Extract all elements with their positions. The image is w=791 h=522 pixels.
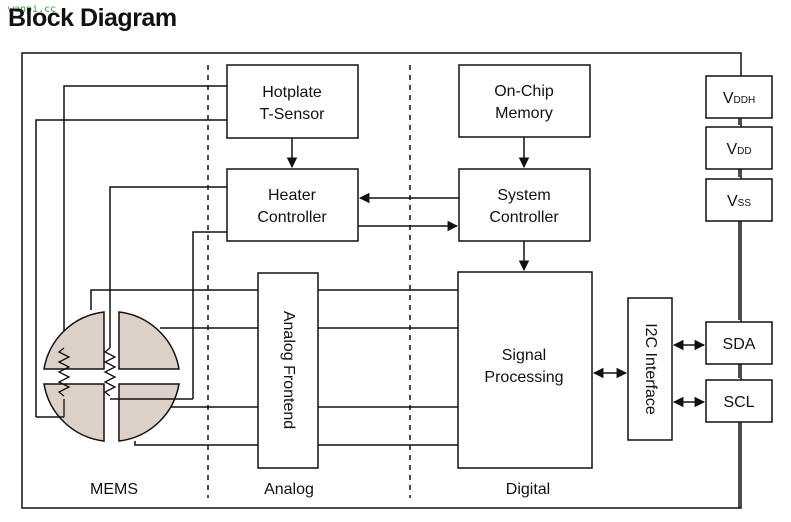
section-label-analog: Analog [264, 481, 314, 498]
wire-mems-afe-1 [90, 289, 258, 310]
svg-text:I2C Interface: I2C Interface [642, 323, 659, 415]
wire-mems-heater-2 [192, 231, 227, 399]
svg-text:Processing: Processing [484, 369, 563, 386]
svg-text:VDD: VDD [726, 141, 751, 158]
wire-mems-hotplate-1 [63, 85, 227, 348]
pin-sda: SDA [705, 321, 773, 365]
wire-mems-hotplate-2 [35, 119, 227, 417]
watermark-tag: wanpi.cc [8, 4, 57, 15]
svg-text:VSS: VSS [727, 193, 751, 210]
page-title: Block Diagram [8, 4, 177, 32]
analog-frontend-block: Analog Frontend [257, 272, 319, 469]
pin-vddh: VDDH [705, 75, 773, 119]
svg-text:SDA: SDA [723, 336, 756, 353]
heater-controller-block: Heater Controller [226, 168, 359, 242]
pin-vdd: VDD [705, 126, 773, 170]
pin-vss: VSS [705, 178, 773, 222]
mems-element [36, 311, 193, 442]
svg-text:Heater: Heater [268, 187, 317, 204]
svg-text:Memory: Memory [495, 105, 553, 122]
wire-mems-heater-1 [109, 186, 227, 348]
system-controller-block: System Controller [458, 168, 591, 242]
svg-text:Controller: Controller [489, 209, 559, 226]
signal-processing-block: Signal Processing [457, 271, 593, 469]
svg-text:Hotplate: Hotplate [262, 84, 322, 101]
hotplate-tsensor-block: Hotplate T-Sensor [226, 64, 359, 139]
svg-text:VDDH: VDDH [723, 90, 755, 107]
svg-text:SCL: SCL [723, 394, 754, 411]
svg-text:System: System [497, 187, 550, 204]
svg-text:Signal: Signal [502, 347, 546, 364]
svg-text:T-Sensor: T-Sensor [260, 106, 326, 123]
section-label-digital: Digital [506, 481, 550, 498]
svg-text:Analog Frontend: Analog Frontend [280, 311, 297, 429]
wire-mems-afe-4 [134, 441, 258, 446]
i2c-interface-block: I2C Interface [627, 297, 673, 441]
section-label-mems: MEMS [90, 481, 138, 498]
svg-text:Controller: Controller [257, 209, 327, 226]
svg-text:On-Chip: On-Chip [494, 83, 554, 100]
onchip-memory-block: On-Chip Memory [458, 64, 591, 138]
outer-border [21, 52, 742, 509]
pin-scl: SCL [705, 379, 773, 423]
